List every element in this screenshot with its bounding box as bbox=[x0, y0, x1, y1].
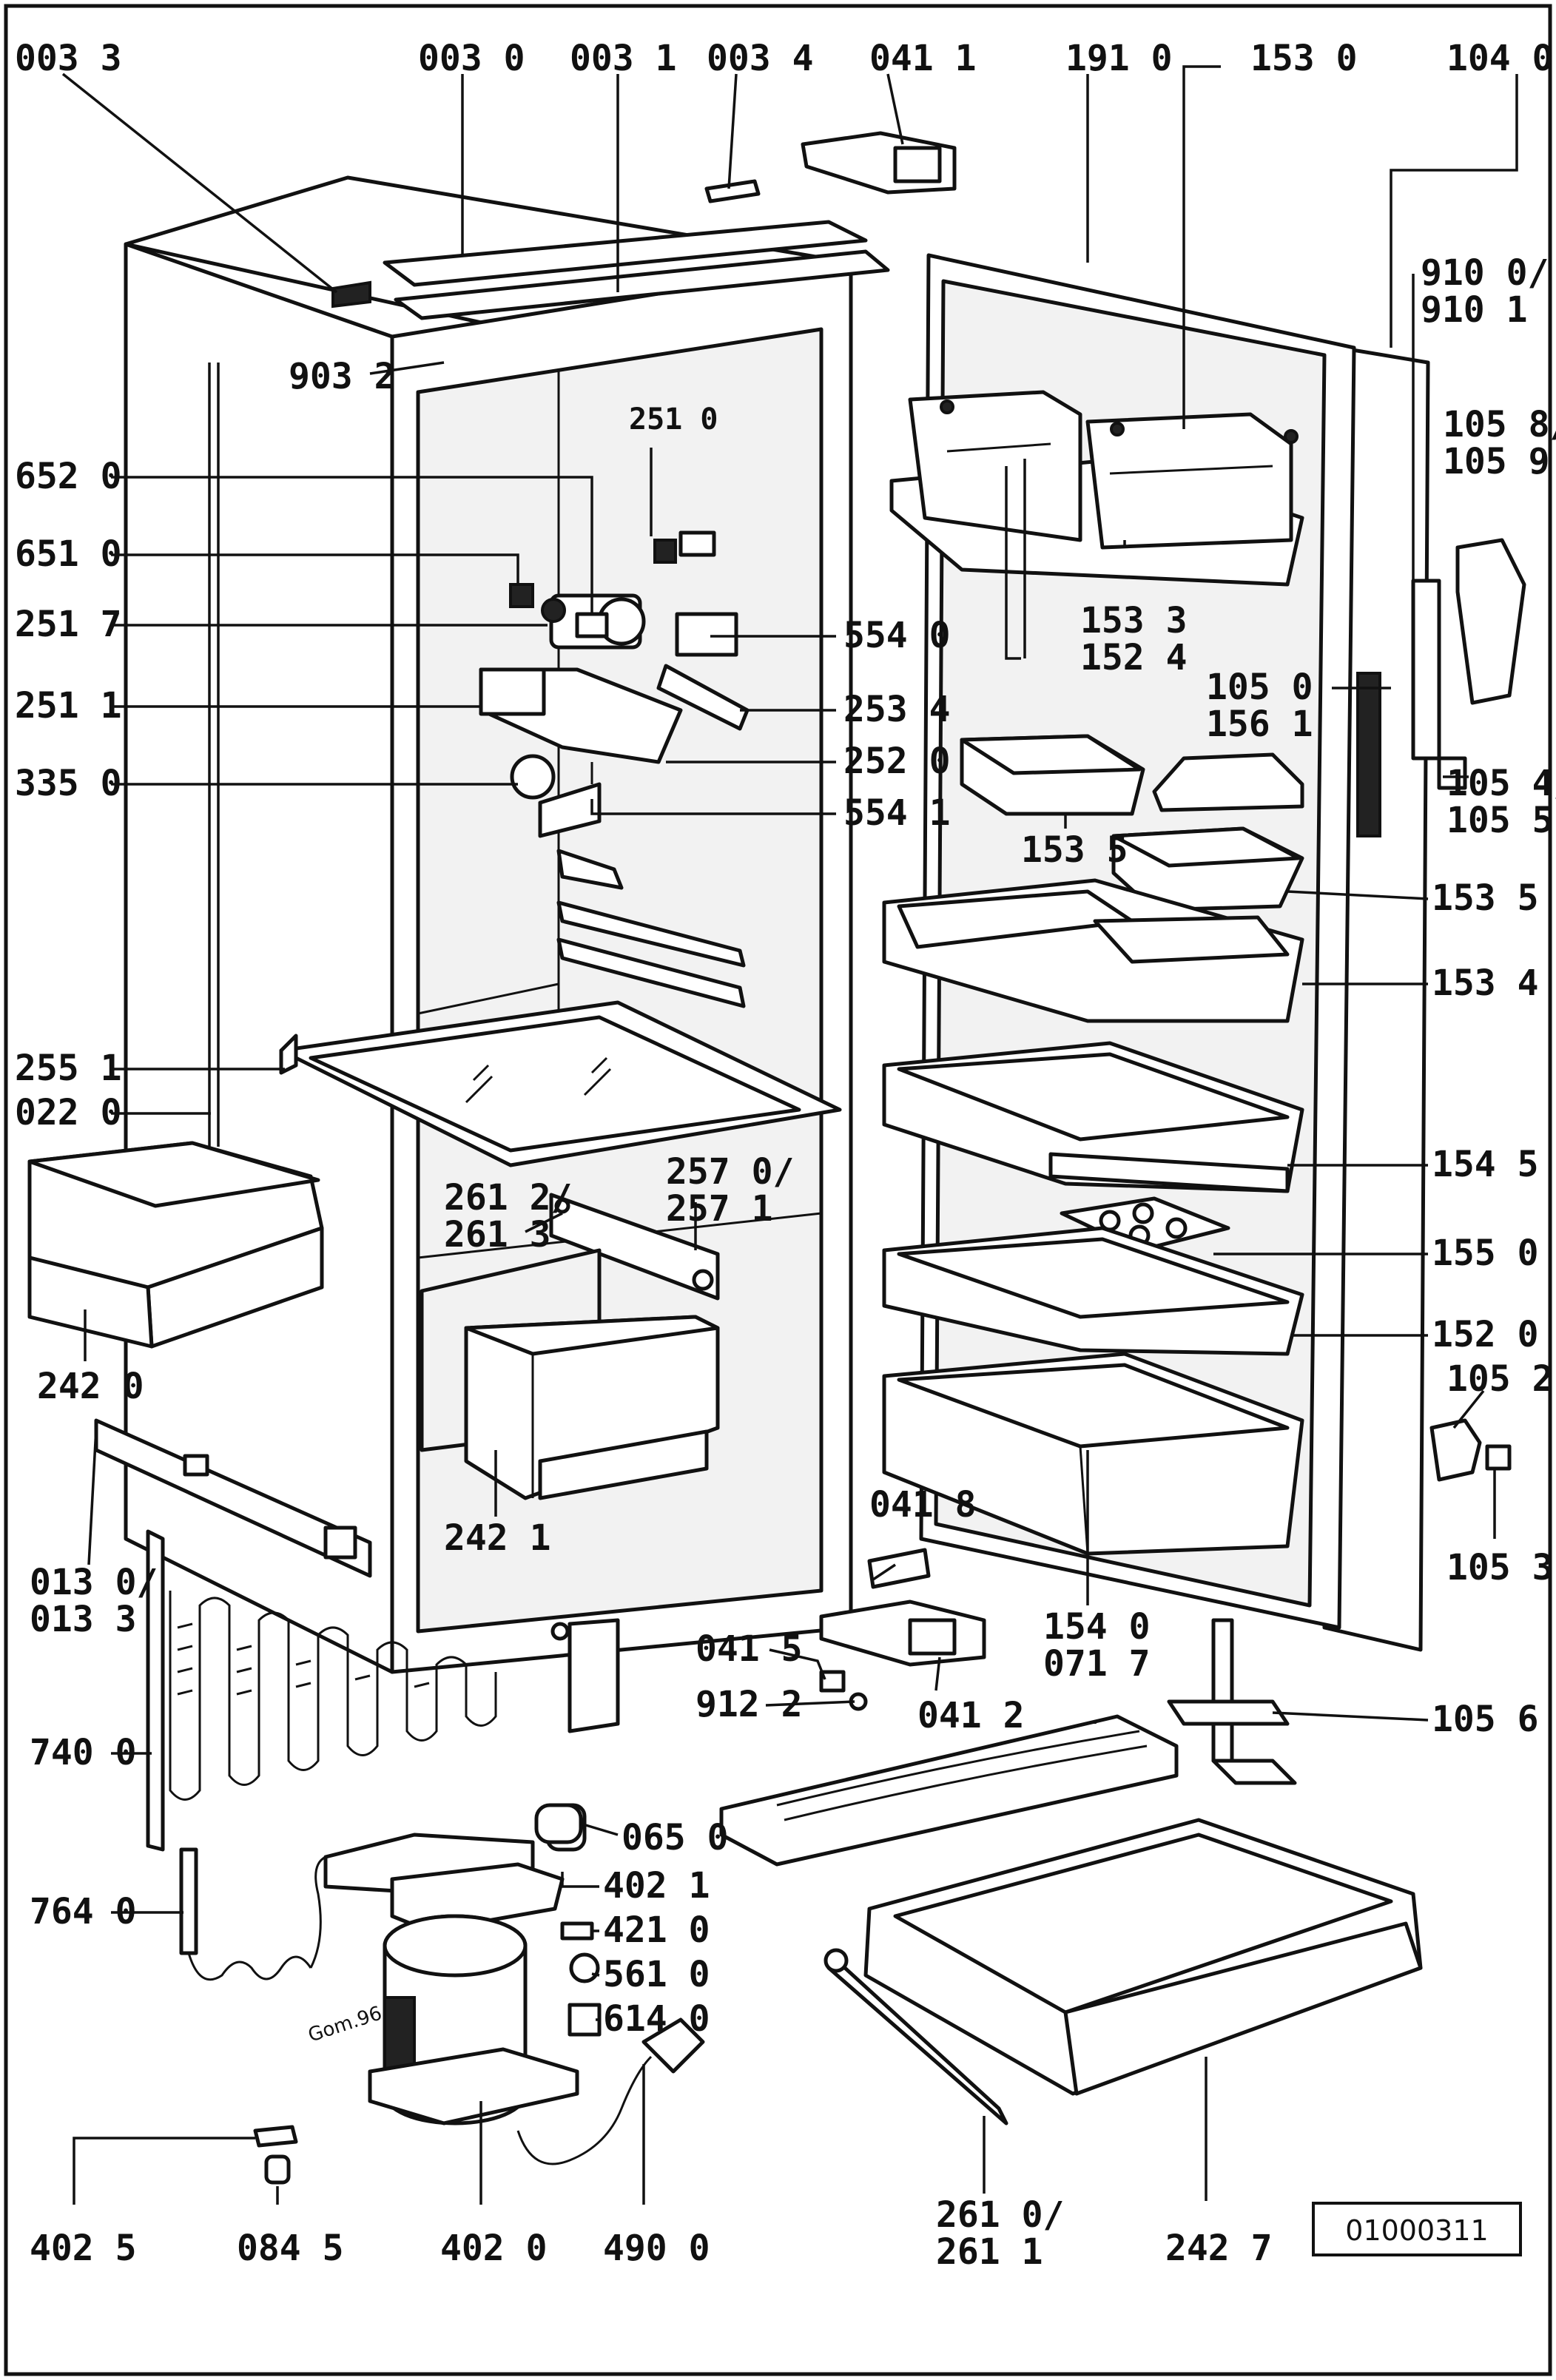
door-bin-top bbox=[889, 390, 1304, 587]
label-903-2: 903 2 bbox=[289, 356, 396, 397]
label-152-4: 152 4 bbox=[1080, 637, 1188, 678]
drawing-number: 01000311 bbox=[1345, 2214, 1488, 2247]
label-561-0: 561 0 bbox=[603, 1954, 710, 1995]
label-105-6: 105 6 bbox=[1432, 1699, 1539, 1740]
label-104-0: 104 0 bbox=[1446, 38, 1554, 79]
label-041-8: 041 8 bbox=[869, 1484, 977, 1526]
label-152-0: 152 0 bbox=[1432, 1314, 1539, 1355]
rod-022 bbox=[208, 363, 220, 1147]
label-013-3: 013 3 bbox=[30, 1599, 137, 1640]
label-912-2: 912 2 bbox=[696, 1684, 803, 1725]
label-153-0: 153 0 bbox=[1250, 38, 1358, 79]
label-255-1: 255 1 bbox=[15, 1048, 122, 1089]
capillary-filter bbox=[179, 1847, 326, 1981]
label-155-0: 155 0 bbox=[1432, 1233, 1539, 1274]
condenser-coil bbox=[146, 1529, 620, 1852]
label-490-0: 490 0 bbox=[603, 2228, 710, 2269]
leader-lines bbox=[61, 65, 1518, 2205]
door-bin-1540 bbox=[882, 1352, 1304, 1556]
label-740-0: 740 0 bbox=[30, 1732, 137, 1773]
label-335-0: 335 0 bbox=[15, 763, 122, 804]
label-242-0: 242 0 bbox=[37, 1366, 144, 1407]
door-shelf-1534 bbox=[882, 878, 1304, 1023]
page-border bbox=[4, 4, 1552, 2376]
label-257-0: 257 0/ bbox=[666, 1151, 794, 1193]
label-022-0: 022 0 bbox=[15, 1092, 122, 1133]
label-764-0: 764 0 bbox=[30, 1891, 137, 1932]
label-071-7: 071 7 bbox=[1043, 1643, 1151, 1685]
label-003-3: 003 3 bbox=[15, 38, 122, 79]
label-261-2: 261 2/ bbox=[444, 1177, 572, 1218]
label-013-0: 013 0/ bbox=[30, 1562, 158, 1603]
lower-parts bbox=[253, 1618, 1423, 2185]
door-shelf-1520 bbox=[882, 1226, 1304, 1356]
label-251-1: 251 1 bbox=[15, 685, 122, 727]
thermostat-light-assembly bbox=[479, 530, 750, 838]
label-065-0: 065 0 bbox=[622, 1817, 729, 1858]
label-652-0: 652 0 bbox=[15, 456, 122, 497]
label-402-1: 402 1 bbox=[603, 1865, 710, 1907]
compressor bbox=[323, 1622, 587, 2126]
label-252-0: 252 0 bbox=[843, 741, 951, 782]
label-153-5-a: 153 5 bbox=[1021, 829, 1128, 871]
label-105-2: 105 2 bbox=[1446, 1358, 1554, 1400]
label-105-8: 105 8/ bbox=[1443, 404, 1556, 445]
label-554-1: 554 1 bbox=[843, 792, 951, 834]
signature-note: Gom.96 bbox=[306, 2002, 385, 2046]
label-614-0: 614 0 bbox=[603, 1998, 710, 2040]
electrical-parts bbox=[560, 1921, 602, 2037]
label-554-0: 554 0 bbox=[843, 615, 951, 656]
label-251-7: 251 7 bbox=[15, 604, 122, 645]
label-242-7: 242 7 bbox=[1165, 2228, 1273, 2269]
label-084-5: 084 5 bbox=[237, 2228, 344, 2269]
label-003-1: 003 1 bbox=[570, 38, 677, 79]
label-041-5: 041 5 bbox=[696, 1628, 803, 1670]
label-191-0: 191 0 bbox=[1065, 38, 1173, 79]
label-261-3: 261 3 bbox=[444, 1214, 551, 1255]
label-421-0: 421 0 bbox=[603, 1909, 710, 1951]
label-242-1: 242 1 bbox=[444, 1517, 551, 1559]
label-154-0: 154 0 bbox=[1043, 1606, 1151, 1648]
drawing-number-box: 01000311 bbox=[1312, 2202, 1522, 2256]
label-041-1: 041 1 bbox=[869, 38, 977, 79]
crisper-box bbox=[420, 1248, 720, 1500]
label-257-1: 257 1 bbox=[666, 1188, 773, 1230]
part-labels: 003 3 003 0 003 1 003 4 041 1 191 0 153 … bbox=[15, 38, 1556, 2273]
label-651-0: 651 0 bbox=[15, 533, 122, 575]
label-105-5: 105 5 bbox=[1446, 800, 1554, 841]
door-shelf-1545 bbox=[882, 1041, 1304, 1193]
label-153-4: 153 4 bbox=[1432, 963, 1539, 1004]
label-253-4: 253 4 bbox=[843, 689, 951, 730]
label-105-9: 105 9 bbox=[1443, 441, 1550, 482]
freezer-drawer bbox=[27, 1141, 324, 1349]
label-003-4: 003 4 bbox=[707, 38, 814, 79]
label-910-1: 910 1 bbox=[1421, 289, 1528, 331]
butter-boxes bbox=[960, 734, 1304, 912]
shelf-bracket bbox=[549, 1193, 720, 1301]
glass-shelf bbox=[279, 1000, 842, 1167]
label-251-0: 251 0 bbox=[629, 402, 718, 436]
label-153-3: 153 3 bbox=[1080, 600, 1188, 641]
label-910-0: 910 0/ bbox=[1421, 252, 1549, 294]
label-402-5: 402 5 bbox=[30, 2228, 137, 2269]
label-153-5-b: 153 5 bbox=[1432, 877, 1539, 919]
label-402-0: 402 0 bbox=[440, 2228, 548, 2269]
hinges bbox=[801, 131, 1526, 1711]
label-156-1: 156 1 bbox=[1206, 704, 1313, 745]
shelf-rails bbox=[556, 849, 746, 1008]
label-154-5: 154 5 bbox=[1432, 1144, 1539, 1185]
label-261-0: 261 0/ bbox=[936, 2194, 1064, 2236]
label-261-1: 261 1 bbox=[936, 2231, 1043, 2273]
power-cord bbox=[516, 2017, 705, 2165]
label-041-2: 041 2 bbox=[917, 1695, 1025, 1736]
label-105-0: 105 0 bbox=[1206, 667, 1313, 708]
bottom-trim bbox=[94, 1418, 372, 1578]
label-003-0: 003 0 bbox=[418, 38, 525, 79]
label-105-4: 105 4/ bbox=[1446, 763, 1556, 804]
label-105-3: 105 3 bbox=[1446, 1547, 1554, 1588]
